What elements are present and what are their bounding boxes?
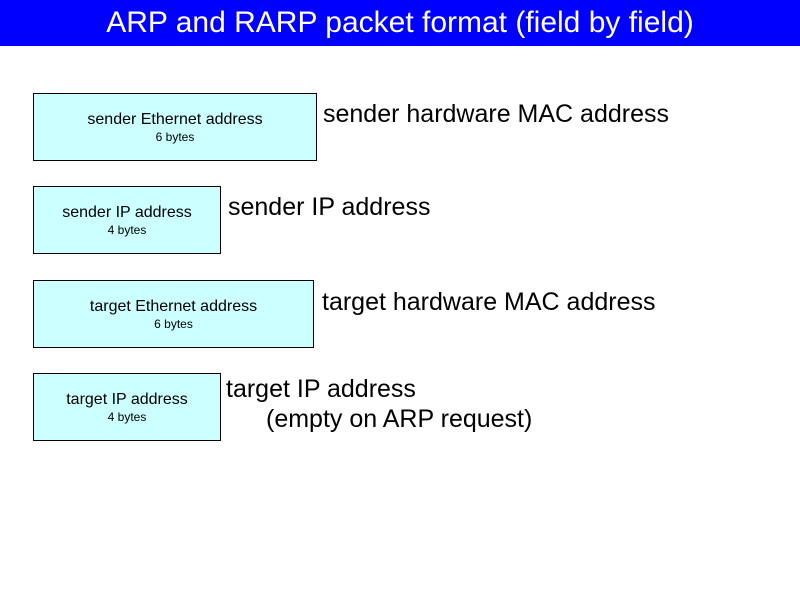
field-size: 4 bytes [107, 223, 147, 237]
field-name: sender IP address [62, 204, 192, 221]
field-size: 4 bytes [107, 410, 147, 424]
field-box-target-ethernet: target Ethernet address 6 bytes [33, 280, 314, 348]
field-box-target-ip: target IP address 4 bytes [33, 373, 221, 441]
field-size: 6 bytes [155, 130, 195, 144]
field-description-target-ip: target IP address (empty on ARP request) [226, 374, 532, 434]
description-text: sender hardware MAC address [323, 100, 669, 128]
slide-title-bar: ARP and RARP packet format (field by fie… [0, 0, 800, 46]
field-box-sender-ip: sender IP address 4 bytes [33, 186, 221, 254]
description-text: target IP address [226, 375, 416, 403]
field-description-sender-ip: sender IP address [228, 192, 430, 222]
description-text: target hardware MAC address [322, 288, 656, 316]
field-name: target Ethernet address [89, 298, 258, 315]
field-name: sender Ethernet address [87, 111, 263, 128]
field-description-sender-mac: sender hardware MAC address [323, 99, 669, 129]
slide-title: ARP and RARP packet format (field by fie… [106, 6, 694, 39]
description-text: sender IP address [228, 193, 431, 221]
description-note: (empty on ARP request) [266, 405, 533, 433]
field-description-target-mac: target hardware MAC address [322, 287, 655, 317]
field-box-sender-ethernet: sender Ethernet address 6 bytes [33, 93, 317, 161]
field-name: target IP address [66, 391, 188, 408]
field-size: 6 bytes [154, 317, 193, 331]
